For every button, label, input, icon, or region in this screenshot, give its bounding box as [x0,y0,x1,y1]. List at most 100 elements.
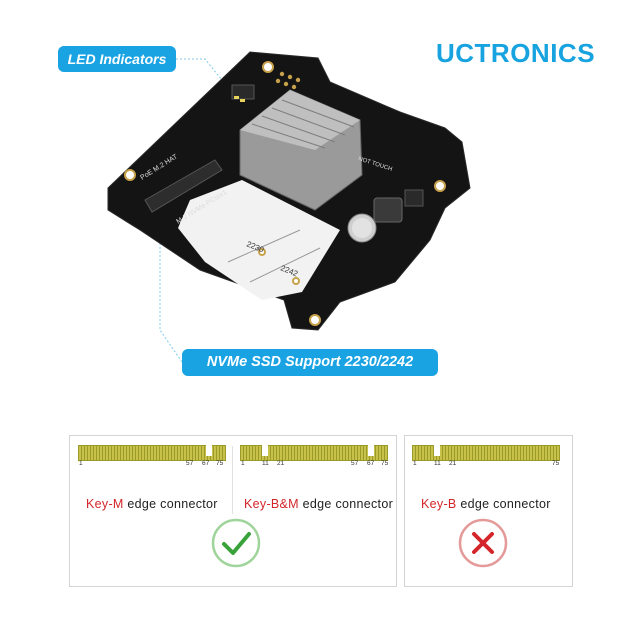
gold-finger [121,446,123,460]
gold-finger [452,446,454,460]
gold-finger [313,446,315,460]
gold-finger [217,446,219,460]
connector-notch [206,445,212,456]
gold-finger [509,446,511,460]
gold-finger [548,446,550,460]
gold-finger [515,446,517,460]
gold-finger [539,446,541,460]
key-b-edge-connector [412,445,560,461]
gold-finger [440,446,442,460]
led-indicator [234,96,239,99]
pin-label: 75 [216,460,224,467]
pin-label: 1 [413,460,417,467]
heatsink [239,89,363,211]
gold-finger [376,446,378,460]
gold-finger [241,446,243,460]
gold-finger [136,446,138,460]
pin-label: 57 [351,460,359,467]
gold-finger [124,446,126,460]
gold-finger [193,446,195,460]
gold-finger [271,446,273,460]
key-name: Key-M [86,497,124,511]
gold-finger [256,446,258,460]
gold-finger [524,446,526,460]
gold-finger [199,446,201,460]
gold-finger [416,446,418,460]
gold-finger [470,446,472,460]
gold-finger [298,446,300,460]
gold-finger [259,446,261,460]
gold-finger [494,446,496,460]
gold-finger [154,446,156,460]
gold-finger [82,446,84,460]
gold-finger [476,446,478,460]
gold-finger [419,446,421,460]
gold-finger [358,446,360,460]
gold-finger [310,446,312,460]
gold-finger [94,446,96,460]
gold-finger [428,446,430,460]
gold-finger [268,446,270,460]
gold-finger [280,446,282,460]
pin-label: 21 [277,460,285,467]
gold-finger [533,446,535,460]
pin-label: 75 [381,460,389,467]
uctronics-logo: UCTRONICS [436,38,596,68]
checkmark-icon [211,518,261,568]
gold-finger [328,446,330,460]
led-leader-line [176,58,231,91]
gold-finger [352,446,354,460]
gold-finger [506,446,508,460]
gold-finger [85,446,87,460]
connector-notch [368,445,374,456]
gold-finger [458,446,460,460]
gold-finger [361,446,363,460]
gold-finger [554,446,556,460]
key-bm-label: Key-B&M edge connector [244,497,393,511]
gold-finger [545,446,547,460]
gold-finger [181,446,183,460]
gold-finger [340,446,342,460]
gold-finger [307,446,309,460]
gold-finger [491,446,493,460]
key-m-label: Key-M edge connector [86,497,218,511]
gold-finger [289,446,291,460]
gold-finger [103,446,105,460]
gold-finger [292,446,294,460]
gold-finger [334,446,336,460]
gold-finger [97,446,99,460]
pin-label: 1 [79,460,83,467]
gold-finger [319,446,321,460]
key-suffix: edge connector [123,497,218,511]
gold-finger [473,446,475,460]
panel-divider [232,446,233,514]
poe-m2-hat-board: PoE M.2 HAT M.2 NVMe PCIex1 2230 2242 NO… [107,51,471,363]
gold-finger [455,446,457,460]
gold-finger [160,446,162,460]
gold-finger [364,446,366,460]
gold-finger [175,446,177,460]
pin-label: 21 [449,460,457,467]
gold-finger [422,446,424,460]
gold-finger [304,446,306,460]
gold-finger [479,446,481,460]
gold-finger [497,446,499,460]
gold-finger [464,446,466,460]
pin-label: 1 [241,460,245,467]
gold-finger [196,446,198,460]
gold-finger [178,446,180,460]
connector-notch [434,445,440,456]
gold-finger [346,446,348,460]
gold-finger [488,446,490,460]
gold-finger [325,446,327,460]
gold-finger [274,446,276,460]
cross-icon [458,518,508,568]
pin-label: 11 [262,460,269,467]
gold-finger [536,446,538,460]
gold-finger [163,446,165,460]
gold-finger [379,446,381,460]
key-suffix: edge connector [456,497,551,511]
pin-label: 67 [202,460,210,467]
gold-finger [172,446,174,460]
gold-finger [184,446,186,460]
